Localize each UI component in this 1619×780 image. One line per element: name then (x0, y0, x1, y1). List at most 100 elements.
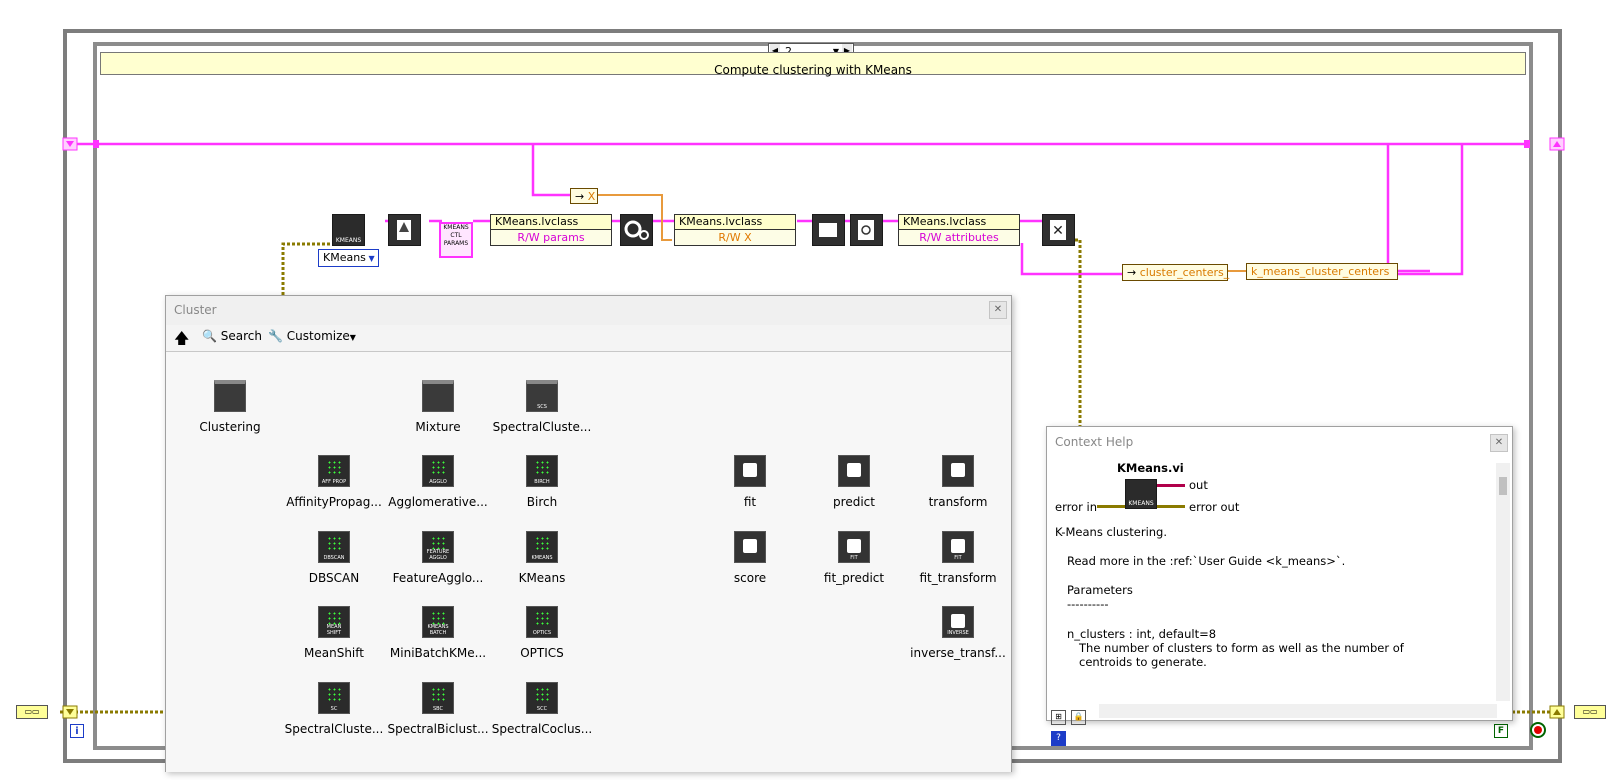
lvclass-params-property[interactable]: R/W params (517, 231, 585, 244)
palette-item-label: DBSCAN (308, 571, 360, 585)
palette-icon-caption: DBSCAN (323, 555, 345, 561)
context-help-window[interactable]: Context Help ✕ KMeans.vi KMEANS out erro… (1046, 426, 1513, 746)
lvclass-x-property[interactable]: R/W X (718, 231, 752, 244)
ctl-params-node[interactable]: KMEANS CTL PARAMS (439, 222, 473, 258)
palette-item[interactable]: transform (906, 455, 1010, 525)
palette-icon-caption: SCS (537, 404, 547, 410)
palette-icon-caption: INVERSE (947, 630, 969, 636)
lvclass-attributes-node[interactable]: KMeans.lvclass R/W attributes (898, 214, 1020, 246)
palette-item[interactable]: score (698, 531, 802, 601)
palette-icon-caption: SCC (536, 706, 548, 712)
minibatch-kmeans-icon: KMEANS BATCH (422, 606, 454, 638)
meanshift-icon: MEAN SHIFT (318, 606, 350, 638)
palette-item-label: SpectralBiclust... (387, 722, 489, 736)
help-question-button[interactable]: ? (1051, 731, 1066, 746)
palette-item[interactable]: SCC SpectralCoclus... (490, 682, 594, 752)
initialize-icon[interactable] (388, 214, 421, 246)
palette-icon-caption: FIT (850, 555, 858, 561)
palette-item[interactable]: KMEANS KMeans (490, 531, 594, 601)
help-scroll-thumb[interactable] (1499, 477, 1507, 495)
help-horizontal-scrollbar[interactable] (1099, 704, 1497, 718)
palette-item-label: Mixture (415, 420, 461, 434)
palette-icon-caption: KMEANS (531, 555, 553, 561)
error-in-terminal[interactable]: ▭▭ (16, 705, 48, 719)
bool-false-constant[interactable]: F (1494, 724, 1508, 738)
orange-x-wire (590, 194, 672, 241)
pink-branch-wire-x (531, 144, 570, 197)
palette-item-label: SpectralCluste... (492, 420, 592, 434)
palette-icon-caption: SC (330, 706, 338, 712)
lvclass-attributes-title: KMeans.lvclass (899, 215, 1019, 230)
palette-search-button[interactable]: 🔍 Search (202, 329, 263, 343)
help-vertical-scrollbar[interactable] (1496, 463, 1510, 701)
palette-item[interactable]: Clustering (178, 380, 282, 450)
palette-item-label: KMeans (518, 571, 566, 585)
pink-return-wire (1398, 144, 1464, 276)
predict-icon (838, 455, 870, 487)
palette-item[interactable]: Mixture (386, 380, 490, 450)
feature-agglo-icon: FEATURE AGGLO (422, 531, 454, 563)
lvclass-x-node[interactable]: KMeans.lvclass R/W X (674, 214, 796, 246)
help-out-label: out (1189, 478, 1208, 492)
help-kmeans-icon: KMEANS (1125, 479, 1157, 509)
palette-item[interactable]: fit (698, 455, 802, 525)
help-close-button[interactable]: ✕ (1490, 434, 1508, 452)
k-means-cluster-centers-node[interactable]: k_means_cluster_centers (1246, 263, 1398, 280)
case-label: Compute clustering with KMeans (100, 52, 1526, 77)
lvclass-attributes-property[interactable]: R/W attributes (919, 231, 999, 244)
help-error-in-wire (1097, 505, 1125, 508)
fit-predict-icon: FIT (838, 531, 870, 563)
wrench-icon: 🔧 (268, 329, 283, 343)
case-label-text: Compute clustering with KMeans (714, 63, 912, 77)
gears-icon[interactable] (620, 214, 653, 246)
optics-icon: OPTICS (526, 606, 558, 638)
case-next-icon[interactable]: ▶ (842, 44, 852, 58)
x-property-node[interactable]: → X (570, 188, 598, 204)
palette-toolbar: 🡅 🔍 Search 🔧 Customize▼ (166, 325, 1011, 352)
close-node-icon[interactable]: ✕ (1042, 214, 1075, 246)
palette-item-label: SpectralCoclus... (491, 722, 593, 736)
stop-condition-icon[interactable] (1530, 722, 1546, 738)
help-error-in-label: error in (1055, 500, 1097, 514)
inspect-node-icon[interactable] (850, 214, 883, 246)
palette-up-icon[interactable]: 🡅 (174, 329, 190, 347)
palette-title: Cluster (174, 303, 217, 317)
fit-node-icon[interactable] (812, 214, 845, 246)
cluster-centers-node[interactable]: → cluster_centers_ (1122, 264, 1229, 281)
iteration-terminal[interactable]: i (70, 724, 84, 738)
palette-item[interactable]: DBSCAN DBSCAN (282, 531, 386, 601)
kmeans-constructor-icon[interactable]: KMEANS (332, 214, 365, 246)
palette-icon-caption: BIRCH (534, 479, 550, 485)
cluster-palette-window[interactable]: Cluster ✕ 🡅 🔍 Search 🔧 Customize▼ Cluste… (165, 295, 1012, 772)
help-lock-icon[interactable]: 🔒 (1071, 710, 1087, 725)
error-wire-right (1045, 238, 1082, 430)
score-icon (734, 531, 766, 563)
palette-customize-button[interactable]: 🔧 Customize▼ (268, 329, 356, 343)
help-out-wire (1157, 484, 1185, 487)
help-line-4: ---------- (1067, 597, 1109, 611)
error-out-terminal[interactable]: ▭▭ (1574, 705, 1606, 719)
help-detailed-button[interactable]: ⊞ (1051, 710, 1066, 725)
lvclass-params-title: KMeans.lvclass (491, 215, 611, 230)
palette-item[interactable]: SCS SpectralCluste... (490, 380, 594, 450)
kmeans-enum-constant[interactable]: KMeans ▼ (318, 249, 379, 267)
case-prev-icon[interactable]: ◀ (770, 44, 780, 58)
case-dropdown-icon[interactable]: ▼ (833, 44, 839, 59)
palette-item[interactable]: predict (802, 455, 906, 525)
palette-close-button[interactable]: ✕ (989, 301, 1007, 319)
help-vi-name: KMeans.vi (1117, 461, 1184, 475)
lvclass-params-node[interactable]: KMeans.lvclass R/W params (490, 214, 612, 246)
